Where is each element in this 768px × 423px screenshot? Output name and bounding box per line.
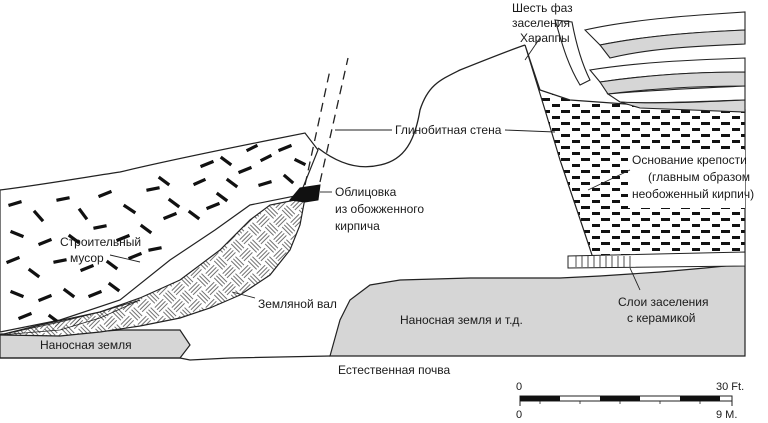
label-alluvium: Наносная земля (40, 338, 132, 352)
occupation-ticks (575, 256, 631, 267)
label-natural-soil: Естественная почва (338, 363, 450, 377)
label-debris-2: мусор (70, 251, 104, 265)
scale-meters-end: 9 M. (716, 409, 737, 421)
harappa-phase-layers (554, 11, 746, 113)
leader-lines (109, 37, 641, 299)
earthen-rampart (0, 197, 306, 337)
scale-feet-end: 30 Ft. (716, 381, 744, 393)
label-burnt-brick-2: из обожженного (335, 202, 424, 216)
label-mud-brick-wall: Глинобитная стена (395, 123, 502, 137)
alluvium-right-layer (329, 263, 746, 357)
label-earthen-rampart: Земляной вал (258, 297, 337, 311)
label-harappa-phases-3: Хараппы (520, 31, 570, 45)
mud-brick-wall-outline (317, 44, 526, 168)
natural-soil-line (0, 355, 331, 361)
label-burnt-brick-1: Облицовка (335, 185, 397, 199)
label-burnt-brick-3: кирпича (335, 219, 380, 233)
rampart-hatched-base (0, 299, 141, 336)
label-occupation-2: с керамикой (627, 311, 695, 325)
scale-feet-start: 0 (516, 381, 522, 393)
label-harappa-phases-1: Шесть фаз (512, 1, 573, 15)
label-citadel-base-1: Основание крепости (632, 153, 747, 167)
dashed-line-left (304, 69, 331, 186)
citadel-label-mask (628, 150, 745, 208)
label-citadel-base-3: необоженный кирпич) (632, 187, 754, 201)
dashed-line-right (319, 57, 349, 183)
label-alluvium-etc: Наносная земля и т.д. (400, 313, 523, 327)
label-debris-1: Строительный (60, 235, 141, 249)
scale-bar: 0 30 Ft. 0 9 M. (516, 381, 744, 421)
label-harappa-phases-2: заселения (512, 16, 570, 30)
label-citadel-base-2: (главным образом (648, 170, 750, 184)
burnt-brick-facing (289, 184, 321, 203)
scale-meters-start: 0 (516, 409, 522, 421)
label-occupation-1: Слои заселения (618, 295, 708, 309)
building-debris-region (0, 132, 319, 333)
